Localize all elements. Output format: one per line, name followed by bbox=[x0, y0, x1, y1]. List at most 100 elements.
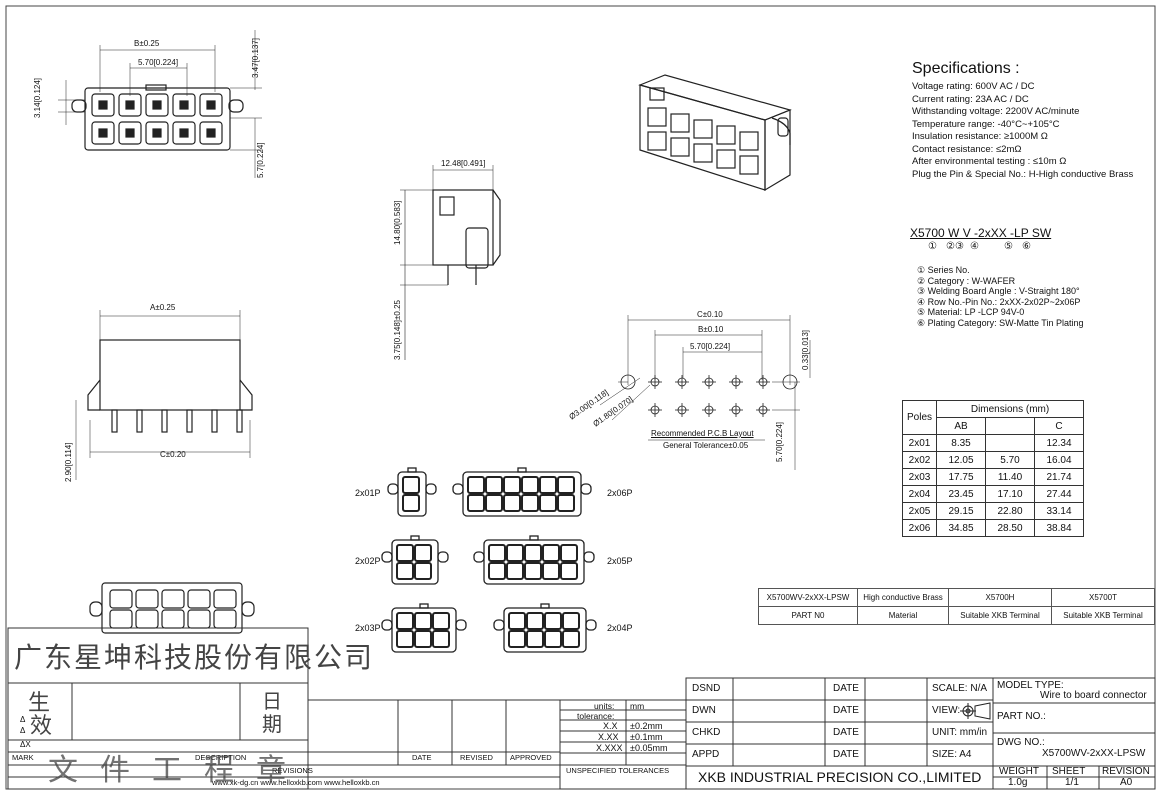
dim-w1248: 12.48[0.491] bbox=[441, 159, 486, 168]
bottom-cavity bbox=[161, 609, 185, 629]
variant-cavity bbox=[542, 544, 560, 562]
latch-left bbox=[381, 619, 393, 631]
pn-legend-item: ③ Welding Board Angle : V-Straight 180° bbox=[917, 286, 1080, 296]
pin-square bbox=[98, 128, 108, 138]
dim-h347: 3.47[0.137] bbox=[251, 37, 260, 78]
latch-right bbox=[580, 483, 592, 495]
variant-cavity bbox=[542, 562, 560, 580]
bottom-view bbox=[89, 582, 255, 634]
tb-view: VIEW: bbox=[932, 705, 961, 716]
pin-square bbox=[125, 100, 135, 110]
variant-cavity bbox=[503, 494, 521, 512]
tb-model-type-label: MODEL TYPE: bbox=[997, 680, 1064, 691]
variant-cavity bbox=[562, 612, 580, 630]
table-cell: 2x03 bbox=[901, 468, 938, 486]
variant-cavity bbox=[467, 476, 485, 494]
variant-cavity bbox=[396, 612, 414, 630]
dim-a-025: A±0.25 bbox=[150, 303, 176, 312]
pin-square bbox=[125, 128, 135, 138]
variant-cavity bbox=[524, 562, 542, 580]
spec-line: Temperature range: -40°C~+105°C bbox=[912, 118, 1060, 130]
variant-cavity bbox=[524, 544, 542, 562]
variant-cavity bbox=[503, 476, 521, 494]
dim-table-header: AB bbox=[936, 417, 987, 435]
dim-h290: 2.90[0.114] bbox=[64, 442, 73, 482]
table-cell: PART N0 bbox=[758, 606, 858, 625]
tb-dwg-no: X5700WV-2xXX-LPSW bbox=[1042, 748, 1146, 759]
bottom-cavity bbox=[135, 609, 159, 629]
variant-cavity bbox=[414, 612, 432, 630]
latch-left bbox=[473, 551, 485, 563]
variant-cavity bbox=[539, 476, 557, 494]
latch-right bbox=[455, 619, 467, 631]
variant-cavity bbox=[521, 476, 539, 494]
tol-format: X.XX bbox=[598, 732, 619, 742]
front-view-top bbox=[58, 30, 262, 178]
variant-cavity bbox=[488, 562, 506, 580]
pin-square bbox=[152, 100, 162, 110]
dim-h375: 3.75[0.148]±0.25 bbox=[393, 300, 402, 360]
key bbox=[407, 467, 417, 473]
iso-cavity bbox=[716, 125, 736, 145]
rev-revisions: REVISIONS bbox=[272, 766, 313, 775]
tb-chkd: CHKD bbox=[692, 727, 721, 738]
variant-cavity bbox=[488, 544, 506, 562]
latch-right bbox=[437, 551, 449, 563]
table-cell: 12.05 bbox=[936, 451, 987, 469]
tb-unit: UNIT: mm/in bbox=[932, 727, 987, 738]
tb-date-3: DATE bbox=[833, 727, 859, 738]
table-cell: 22.80 bbox=[985, 502, 1036, 520]
tb-sheet-label: SHEET bbox=[1052, 766, 1086, 777]
title-block-lines bbox=[7, 627, 1156, 790]
table-cell: 17.10 bbox=[985, 485, 1036, 503]
variant-cavity bbox=[526, 630, 544, 648]
cavity bbox=[199, 121, 223, 145]
variant-cavity bbox=[539, 494, 557, 512]
variant-cavity bbox=[396, 562, 414, 580]
variant-cavity bbox=[432, 630, 450, 648]
variant-cavity bbox=[544, 612, 562, 630]
cavity bbox=[145, 121, 169, 145]
variant-2x02 bbox=[381, 535, 449, 585]
variant-cavity bbox=[508, 630, 526, 648]
tb-date-2: DATE bbox=[833, 705, 859, 716]
latch-left bbox=[387, 483, 399, 495]
variant-cavity bbox=[485, 494, 503, 512]
tol-units-val: mm bbox=[630, 701, 645, 711]
pin-square bbox=[206, 100, 216, 110]
pin bbox=[186, 409, 193, 433]
dim-h148: 14.80[0.583] bbox=[393, 200, 402, 245]
table-cell: X5700WV-2xXX-LPSW bbox=[758, 588, 858, 607]
bottom-cavity bbox=[109, 609, 133, 629]
variant-cavity bbox=[402, 494, 420, 512]
rev-date: DATE bbox=[412, 753, 432, 762]
iso-cavity bbox=[693, 143, 713, 163]
pin-square bbox=[206, 128, 216, 138]
iso-cavity bbox=[647, 131, 667, 151]
rev-tri-x: ΔX bbox=[20, 740, 31, 749]
iso-cavity bbox=[716, 149, 736, 169]
table-cell: 2x04 bbox=[901, 485, 938, 503]
pin bbox=[111, 409, 118, 433]
spec-line: Plug the Pin & Special No.: H-High condu… bbox=[912, 168, 1134, 180]
latch-right bbox=[583, 551, 595, 563]
rev-sheng: 生 bbox=[28, 691, 51, 716]
variant-cavity bbox=[508, 612, 526, 630]
tb-dsnd: DSND bbox=[692, 683, 721, 694]
dim-b-025: B±0.25 bbox=[134, 39, 160, 48]
specifications: Specifications : Voltage rating: 600V AC… bbox=[912, 60, 1133, 181]
spec-line: Current rating: 23A AC / DC bbox=[912, 93, 1029, 105]
tb-weight-label: WEIGHT bbox=[999, 766, 1039, 777]
tol-value: ±0.05mm bbox=[630, 743, 668, 753]
tb-appd: APPD bbox=[692, 749, 720, 760]
iso-cavity bbox=[693, 119, 713, 139]
table-cell: 16.04 bbox=[1034, 451, 1085, 469]
tb-company: XKB INDUSTRIAL PRECISION CO.,LIMITED bbox=[698, 769, 982, 785]
tb-revision-label: REVISION bbox=[1102, 766, 1150, 777]
tb-weight: 1.0g bbox=[1008, 777, 1028, 788]
tb-size: SIZE: A4 bbox=[932, 749, 972, 760]
